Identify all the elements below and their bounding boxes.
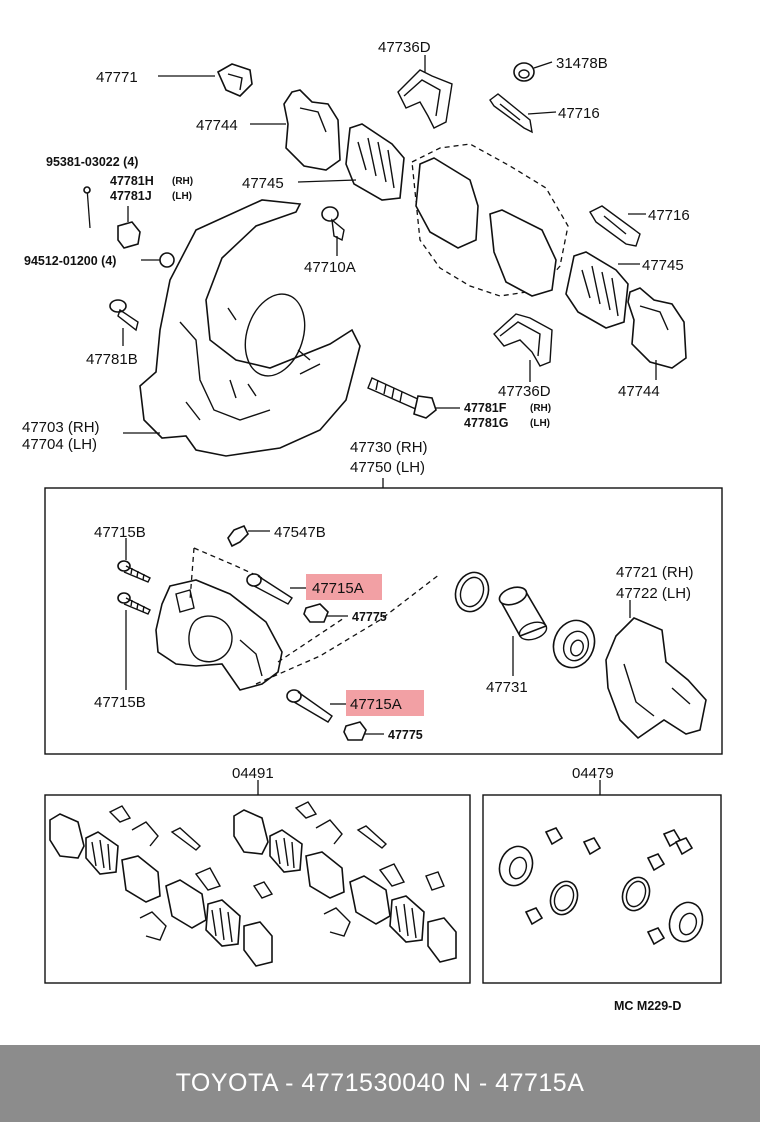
label-47771: 47771: [96, 69, 138, 86]
washer-94512-01200: [141, 252, 175, 268]
piston-47731: [498, 586, 548, 641]
bushing-47775-bottom: [343, 721, 367, 741]
part-number-footer: TOYOTA - 4771530040 N - 47715A: [0, 1045, 760, 1122]
pad-shim-47744-right: [627, 287, 687, 369]
label-47721: 47721 (RH): [616, 564, 694, 581]
label-47781b: 47781B: [86, 351, 138, 368]
label-47781h-side: (RH): [172, 176, 193, 187]
bushing-47775-top: [303, 603, 329, 623]
bleeder-plug-47547b: [227, 524, 270, 548]
label-47781j: 47781J: [110, 189, 152, 203]
label-47730: 47730 (RH): [350, 439, 428, 456]
bolt-47781b: [109, 299, 139, 346]
bushing-47781h-j: [117, 206, 141, 249]
label-47710a: 47710A: [304, 259, 356, 276]
label-47731: 47731: [486, 679, 528, 696]
label-47744-right: 47744: [618, 383, 660, 400]
label-47750: 47750 (LH): [350, 459, 425, 476]
label-94512: 94512-01200 (4): [24, 254, 116, 268]
bolt-47710a: [321, 206, 345, 256]
brake-pad-47745-right: [565, 251, 629, 329]
caliper-body: [155, 579, 283, 691]
label-47781g: 47781G: [464, 416, 508, 430]
label-47715b-top: 47715B: [94, 524, 146, 541]
mounting-bracket-outline: [411, 143, 569, 297]
brake-pad-47745-left: [345, 123, 405, 201]
label-47736d-bottom: 47736D: [498, 383, 551, 400]
piston-seal-ring: [454, 571, 490, 613]
label-47781j-side: (LH): [172, 191, 192, 202]
clip-47771: [216, 63, 253, 97]
caliper-assembly-box: [44, 487, 723, 755]
label-47715a-bottom: 47715A: [350, 696, 402, 713]
brake-caliper-exploded-diagram: 47736D 31478B 47771 47716 47744 95381-03…: [22, 39, 723, 1013]
label-47716-right: 47716: [648, 207, 690, 224]
cylinder-boot: [552, 619, 596, 669]
seal-kit-box-04479: [482, 794, 722, 984]
label-47781g-side: (LH): [530, 418, 550, 429]
spring-47716-top: [489, 93, 533, 134]
label-47722: 47722 (LH): [616, 585, 691, 602]
label-95381: 95381-03022 (4): [46, 155, 138, 169]
reference-code: MC M229-D: [614, 999, 681, 1013]
label-47781h: 47781H: [110, 174, 154, 188]
label-47736d-top: 47736D: [378, 39, 431, 56]
pad-shim-47744-left: [283, 89, 341, 171]
caliper-bracket-47721: [605, 617, 707, 740]
seal-kit-contents: [498, 827, 704, 946]
label-47703: 47703 (RH): [22, 419, 100, 436]
anti-squeal-clip-47736d-top: [397, 69, 453, 129]
disc-dust-shield-47703: [139, 199, 361, 457]
pin-95381-03022: [83, 186, 91, 229]
spring-47716-right: [589, 205, 641, 247]
label-47775-top: 47775: [352, 610, 387, 624]
label-47704: 47704 (LH): [22, 436, 97, 453]
label-47745-right: 47745: [642, 257, 684, 274]
label-47715b-bottom: 47715B: [94, 694, 146, 711]
label-47744-left: 47744: [196, 117, 238, 134]
highlight-47715a-bottom: [346, 690, 424, 716]
label-47781f: 47781F: [464, 401, 507, 415]
label-47716-top: 47716: [558, 105, 600, 122]
label-47715a-top: 47715A: [312, 580, 364, 597]
label-31478b: 31478B: [556, 55, 608, 72]
boot-31478b: [513, 62, 535, 82]
guide-pin-47715a-bottom: [286, 689, 333, 723]
footer-text: TOYOTA - 4771530040 N - 47715A: [175, 1069, 585, 1097]
anti-squeal-clip-47736d-bottom: [493, 313, 553, 367]
label-47775-bottom: 47775: [388, 728, 423, 742]
bolt-47715b-second: [117, 592, 151, 615]
pad-kit-box-04491: [44, 794, 471, 984]
label-47547b: 47547B: [274, 524, 326, 541]
label-47745-left: 47745: [242, 175, 284, 192]
highlight-47715a-top: [306, 574, 382, 600]
label-47781f-side: (RH): [530, 403, 551, 414]
pad-kit-contents: [49, 801, 457, 967]
label-04479: 04479: [572, 765, 614, 782]
label-04491: 04491: [232, 765, 274, 782]
bolt-47781f-g: [367, 377, 437, 419]
guide-pin-47715a-top: [246, 573, 293, 605]
bolt-47715b-top: [117, 560, 151, 583]
